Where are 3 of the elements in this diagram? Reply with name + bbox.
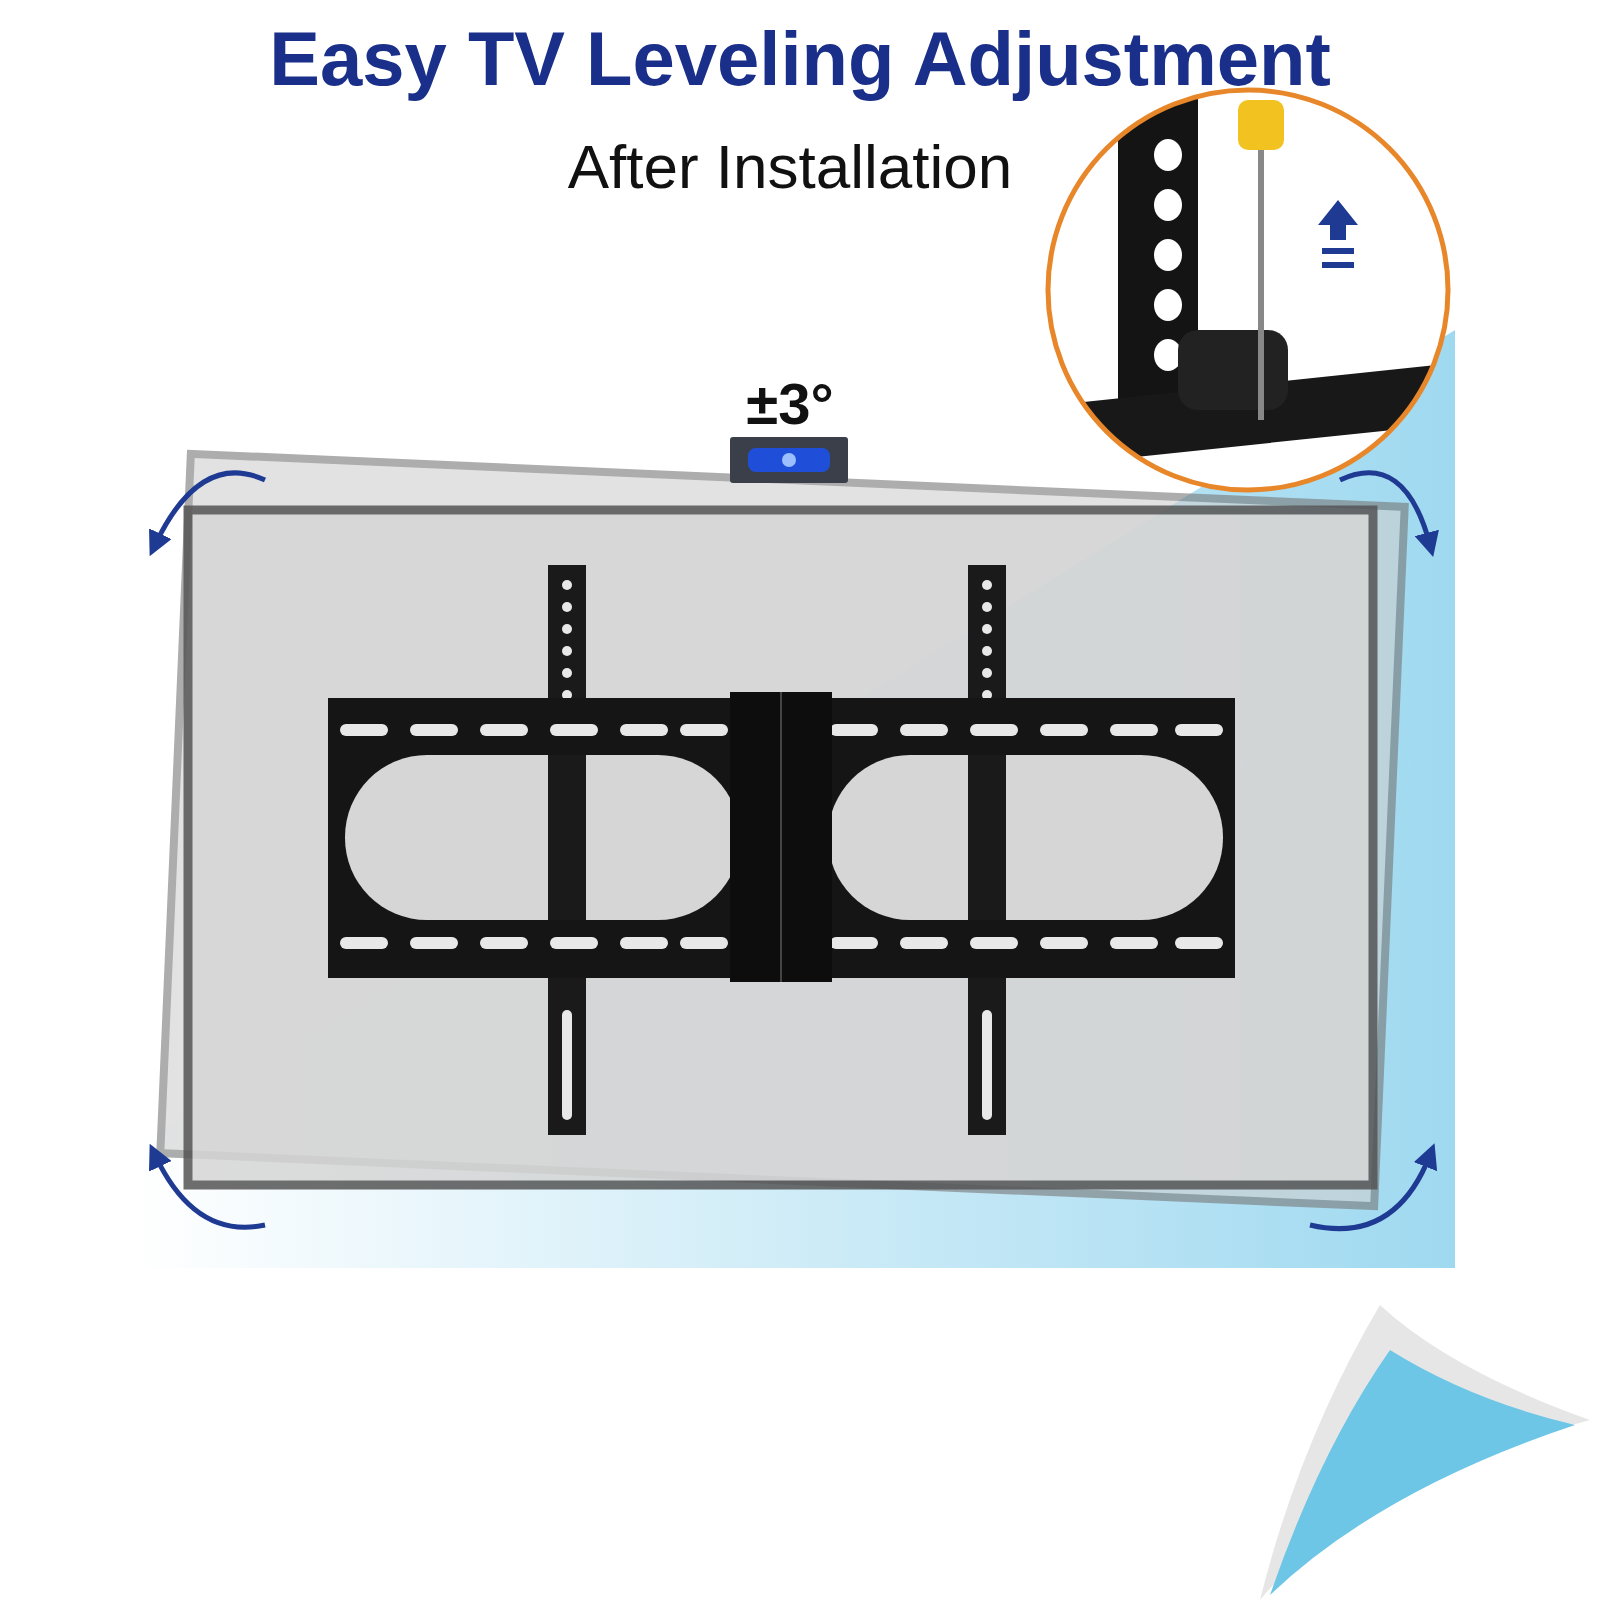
angle-label: ±3° (745, 370, 835, 438)
subtitle: After Installation (566, 131, 1014, 203)
title: Easy TV Leveling Adjustment (268, 15, 1332, 103)
